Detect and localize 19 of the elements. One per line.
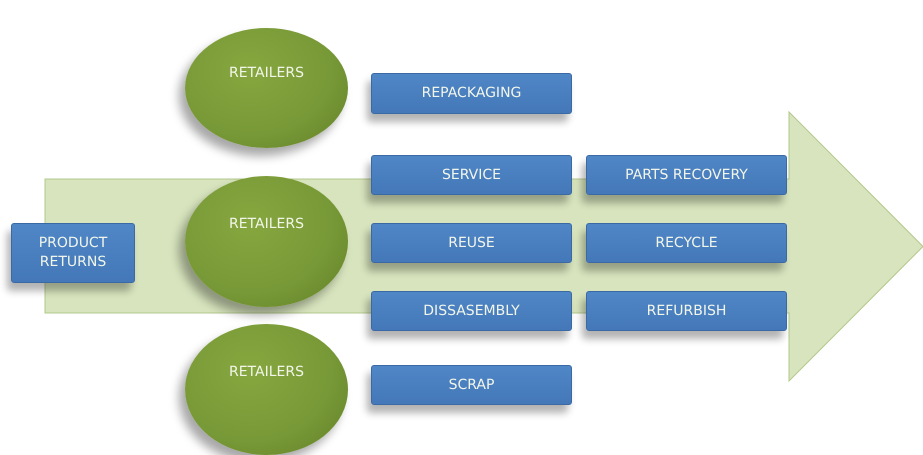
process-box (11, 223, 135, 283)
process-box (371, 155, 572, 195)
process-box (371, 365, 572, 405)
node-label: PARTS RECOVERY (625, 166, 748, 184)
node-label: PRODUCT RETURNS (38, 234, 108, 272)
process-box (371, 73, 572, 114)
node-label: REUSE (448, 234, 495, 252)
process-box (371, 223, 572, 263)
node-label: RECYCLE (655, 234, 718, 252)
node-label: SERVICE (442, 166, 502, 184)
node-label: RETAILERS (228, 215, 304, 234)
process-box (586, 155, 787, 195)
node-label: RETAILERS (228, 64, 304, 83)
node-label: SCRAP (448, 376, 494, 394)
node-label: RETAILERS (228, 363, 304, 382)
node-label: DISSASEMBLY (423, 302, 520, 320)
process-box (586, 223, 787, 263)
node-label: REFURBISH (646, 302, 726, 320)
node-label: REPACKAGING (422, 84, 522, 103)
